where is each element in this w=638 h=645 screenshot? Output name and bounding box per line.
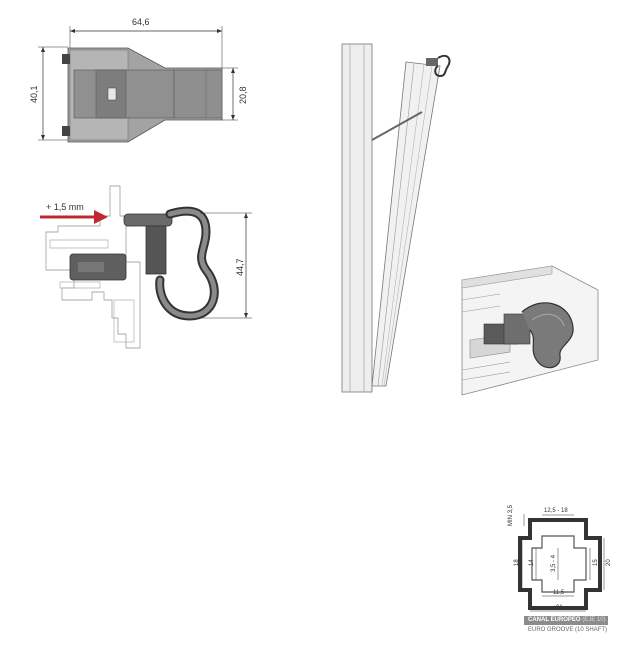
slot-hole <box>107 87 117 101</box>
section-height-label: 44,7 <box>235 258 245 276</box>
height-dimension-label: 40,1 <box>29 85 39 103</box>
groove-caption-axis: (EJE 10) <box>582 617 606 623</box>
window-illustration <box>341 43 451 393</box>
groove-caption-line1: CANAL EUROPEO (EJE 10) <box>528 617 606 623</box>
screw-top <box>62 54 70 64</box>
profile-3d-view <box>461 265 599 396</box>
width-dimension-label: 64,6 <box>132 17 150 27</box>
groove-right-inner: 15 <box>593 559 599 566</box>
push-label: + 1,5 mm <box>46 202 84 212</box>
frame-profile <box>45 185 141 349</box>
groove-caption-main: CANAL EUROPEO <box>528 617 581 623</box>
groove-caption-bg <box>524 616 608 625</box>
groove-center-dim: 3,5 - 4 <box>551 554 557 572</box>
screw-bottom <box>62 126 70 136</box>
frame-post <box>341 43 373 393</box>
groove-left-outer: 18 <box>514 559 520 566</box>
groove-right-outer: 20 <box>606 559 612 566</box>
groove-outline <box>518 518 602 610</box>
groove-top-dim: 12,5 - 18 <box>544 508 568 514</box>
groove-bottom-inner: 11,5 <box>553 590 565 596</box>
groove-left-inner: 14 <box>529 559 535 566</box>
groove-detail: MIN 3,5 12,5 - 18 18 14 3,5 - 4 15 20 11… <box>508 504 612 625</box>
small-handle <box>426 58 438 66</box>
top-view-drawing: 64,6 40,1 20,8 <box>29 17 248 143</box>
section-view-drawing: + 1,5 mm 44,7 <box>40 185 252 349</box>
opener-arm <box>371 111 423 141</box>
groove-min-dim: MIN 3,5 <box>508 504 514 526</box>
tilted-sash <box>371 61 441 387</box>
groove-bottom-outer: 21 <box>556 605 563 611</box>
groove-caption-line2: EURO GROOVE (10 SHAFT) <box>528 627 608 633</box>
right-dimension-label: 20,8 <box>238 86 248 104</box>
